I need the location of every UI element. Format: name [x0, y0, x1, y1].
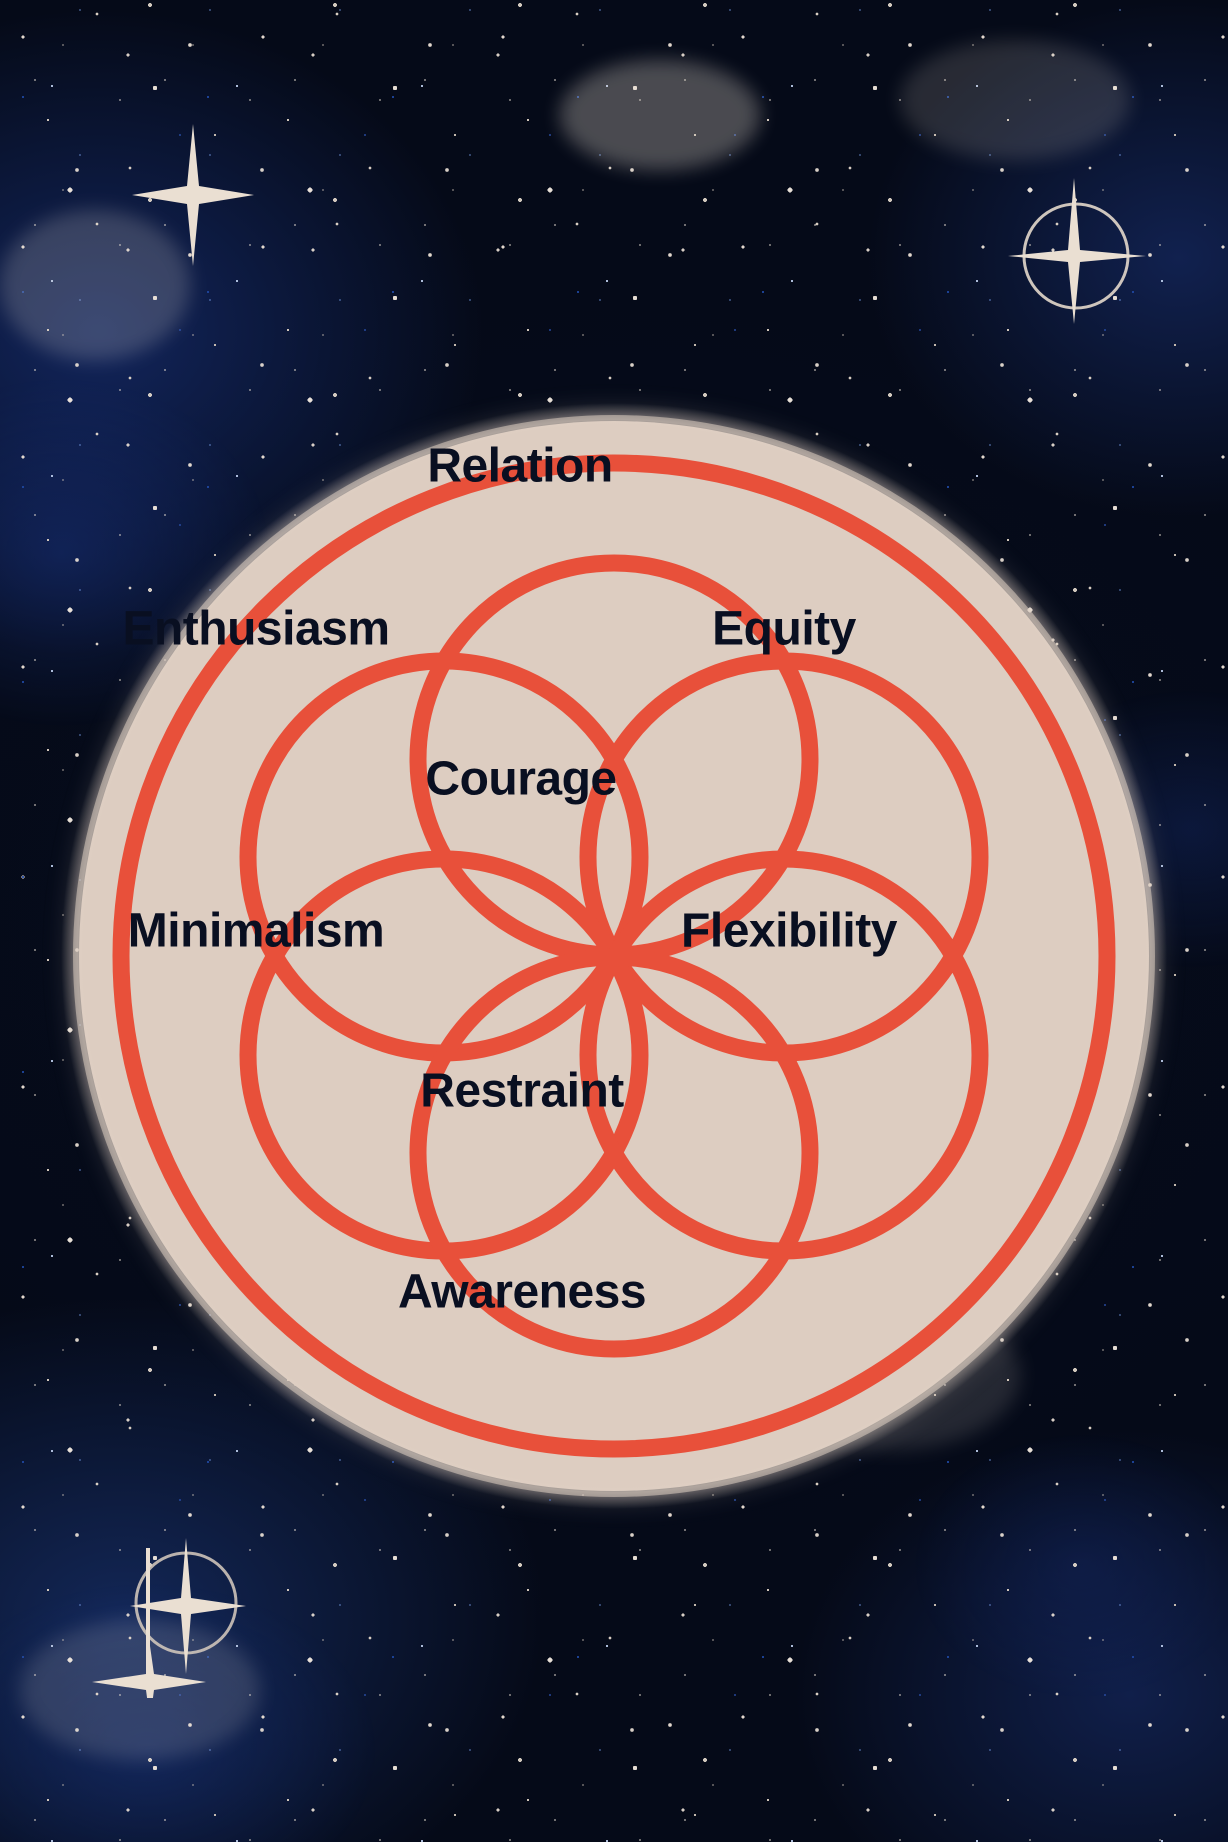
venn-rings-svg — [112, 454, 1116, 1458]
venn-ring-group — [79, 421, 1149, 1491]
label-awareness: Awareness — [397, 1265, 647, 1319]
label-minimalism: Minimalism — [127, 904, 385, 958]
cream-disc-wrapper — [61, 403, 1167, 1509]
label-courage: Courage — [425, 752, 617, 806]
star-dust-cloud — [0, 210, 190, 360]
label-flexibility: Flexibility — [681, 904, 897, 958]
label-restraint: Restraint — [420, 1064, 624, 1118]
label-relation: Relation — [427, 439, 613, 493]
cream-disc — [61, 403, 1167, 1509]
sparkle-top-left — [128, 120, 258, 270]
ring-outer-boundary — [112, 454, 1116, 1458]
label-enthusiasm: Enthusiasm — [122, 602, 390, 656]
label-equity: Equity — [712, 602, 856, 656]
four-point-star-ringed-icon — [92, 1538, 246, 1698]
sparkle-top-right — [996, 168, 1156, 328]
star-dust-cloud — [20, 1620, 260, 1760]
star-dust-cloud — [560, 60, 760, 170]
four-point-star-ringed-icon — [1008, 178, 1146, 324]
four-point-star-icon — [132, 124, 254, 266]
star-dust-cloud — [900, 40, 1130, 160]
ring-restraint — [409, 948, 819, 1358]
sparkle-bottom-left-a — [86, 1498, 276, 1698]
